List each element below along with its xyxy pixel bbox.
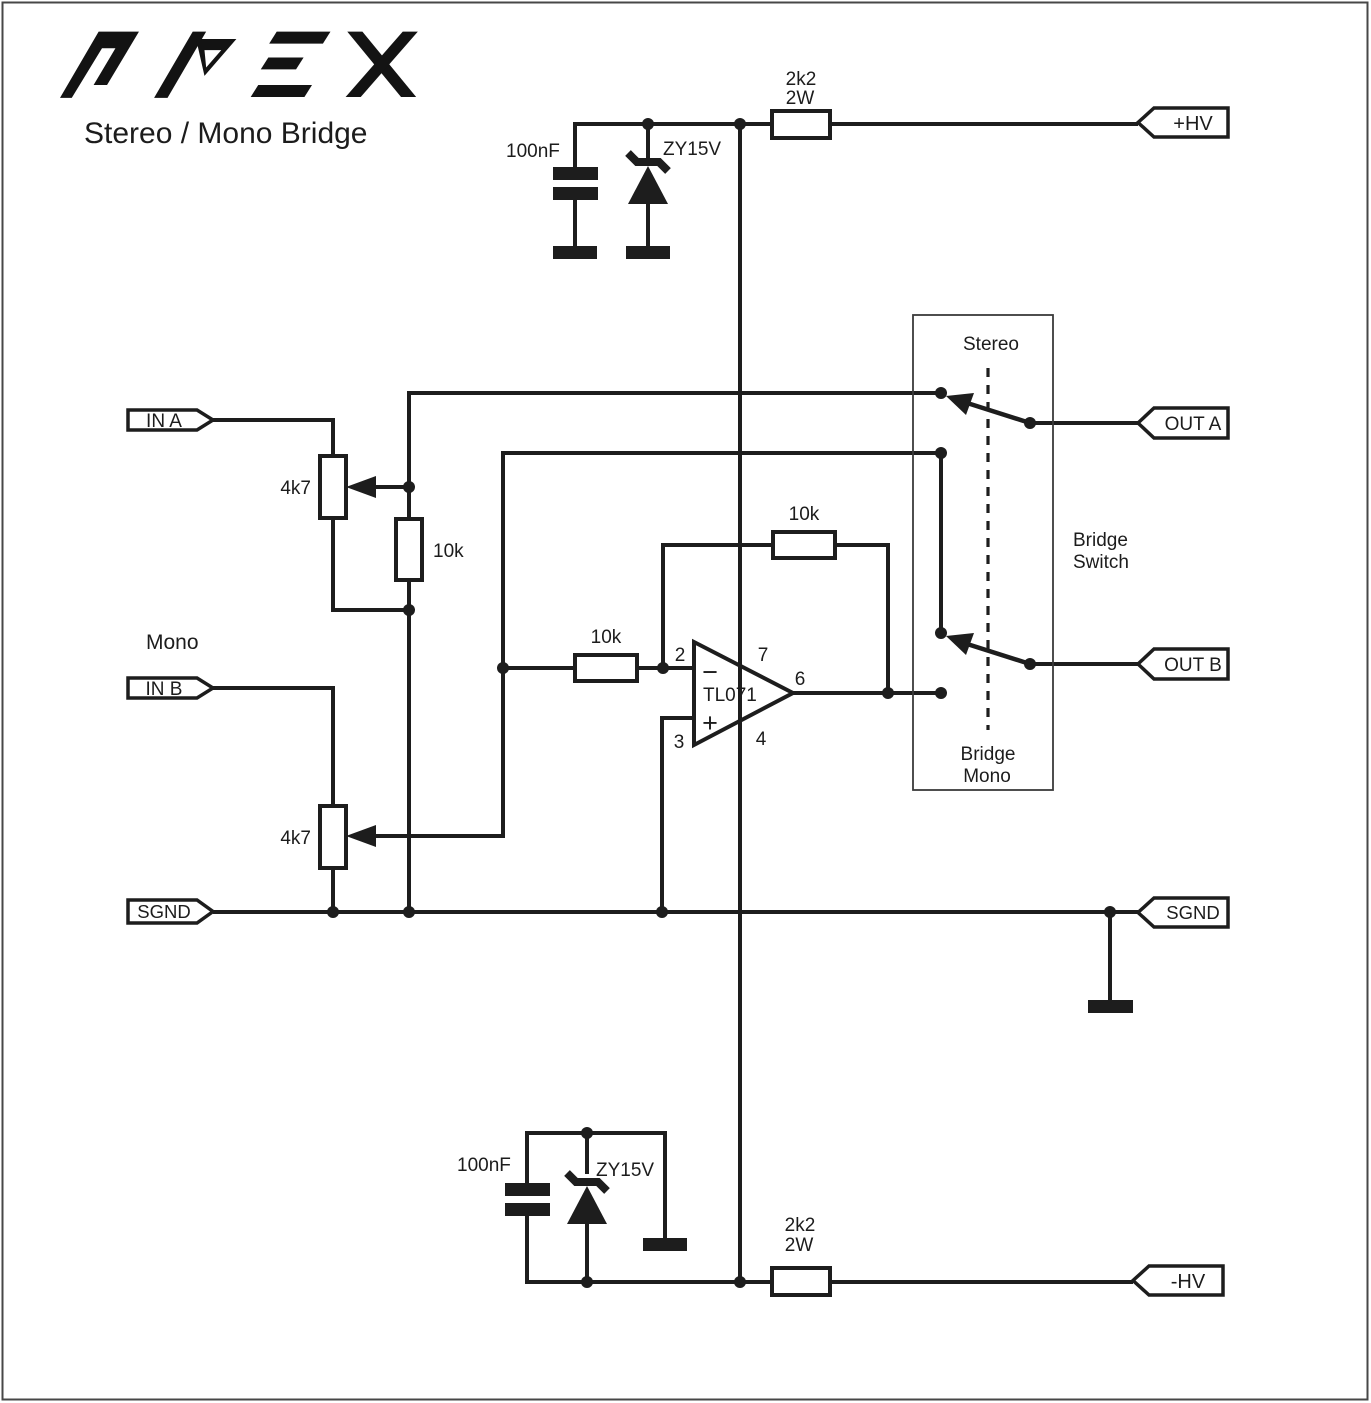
pin-label-4: 4: [756, 729, 767, 750]
svg-text:+HV: +HV: [1173, 113, 1213, 135]
resistor-2k2-top: [770, 109, 832, 140]
terminal-flag-sgnd-left: SGND: [126, 898, 216, 925]
resistor-10k-shunt: [394, 517, 424, 582]
terminal-flag-sgnd-right: SGND: [1135, 896, 1230, 929]
pin-label-3: 3: [674, 732, 685, 753]
bridge-switch-name-line2: Switch: [1073, 552, 1129, 573]
ground-symbol: [643, 1238, 687, 1251]
bridge-switch-box: [912, 314, 1054, 791]
schematic-subtitle: Stereo / Mono Bridge: [84, 117, 368, 150]
pin-label-6: 6: [795, 669, 806, 690]
resistor-2k2-bottom: [770, 1266, 832, 1297]
label-res-bottom-power: 2W: [785, 1235, 814, 1256]
logo-letter-p: [154, 31, 237, 98]
pot-a-wiper-arrow: [346, 476, 376, 498]
pin-label-7: 7: [758, 645, 769, 666]
terminal-flag-out-a: OUT A: [1135, 406, 1230, 440]
junction-dots: [327, 118, 1116, 1288]
mono-annotation: Mono: [146, 631, 199, 654]
opamp-plus-sign: +: [702, 708, 718, 738]
apex-logo: APEX: [60, 31, 418, 98]
logo-letter-e: [250, 31, 331, 97]
capacitor-100nf-top: [553, 167, 598, 200]
switch-position-stereo: Stereo: [963, 334, 1019, 355]
label-res-bottom-value: 2k2: [785, 1215, 816, 1236]
switch-pole-b: [946, 633, 1031, 667]
switch-position-bridge-line1: Bridge: [961, 744, 1016, 765]
ground-symbol: [553, 246, 597, 259]
svg-text:IN B: IN B: [146, 679, 183, 700]
label-cap-top: 100nF: [506, 141, 560, 162]
opamp-minus-sign: −: [702, 657, 718, 687]
svg-text:SGND: SGND: [137, 901, 190, 922]
potentiometer-4k7-a: [318, 454, 348, 520]
svg-text:OUT B: OUT B: [1164, 655, 1222, 676]
ground-symbol: [1088, 1000, 1133, 1013]
label-zener-top: ZY15V: [663, 139, 721, 160]
terminal-flag-hv-minus: -HV: [1130, 1264, 1225, 1297]
svg-text:SGND: SGND: [1166, 902, 1219, 923]
wires: [213, 122, 1138, 1284]
label-res-input: 10k: [591, 627, 622, 648]
ground-symbol: [626, 246, 670, 259]
label-pot-a: 4k7: [280, 478, 311, 499]
label-res-feedback: 10k: [789, 504, 820, 525]
zener-zy15v-bottom: [564, 1170, 610, 1224]
resistor-10k-feedback: [771, 530, 837, 560]
terminal-flag-in-a: IN A: [126, 408, 217, 432]
svg-text:OUT A: OUT A: [1165, 414, 1222, 435]
logo-letter-x: [345, 31, 418, 97]
label-pot-b: 4k7: [280, 828, 311, 849]
terminal-flag-in-b: IN B: [126, 676, 217, 700]
label-zener-bottom: ZY15V: [596, 1160, 654, 1181]
svg-text:IN A: IN A: [146, 411, 182, 432]
zener-zy15v-top: [625, 150, 671, 204]
resistor-10k-input: [573, 653, 639, 683]
label-res-top-value: 2k2: [786, 69, 817, 90]
label-res-top-power: 2W: [786, 88, 815, 109]
capacitor-100nf-bottom: [505, 1183, 550, 1216]
opamp-tl071: [692, 638, 798, 749]
pin-label-2: 2: [675, 645, 686, 666]
label-cap-bottom: 100nF: [457, 1155, 511, 1176]
switch-pole-a: [946, 393, 1031, 426]
switch-position-bridge-line2: Mono: [963, 766, 1011, 787]
opamp-part-label: TL071: [703, 685, 757, 706]
terminal-flag-hv-plus: +HV: [1135, 106, 1230, 139]
bridge-switch-name-line1: Bridge: [1073, 530, 1128, 551]
logo-letter-a: [60, 31, 139, 98]
svg-text:-HV: -HV: [1171, 1271, 1206, 1293]
pot-b-wiper-arrow: [346, 825, 376, 847]
terminal-flag-out-b: OUT B: [1135, 647, 1230, 681]
potentiometer-4k7-b: [318, 804, 348, 870]
label-res-shunt: 10k: [433, 541, 464, 562]
